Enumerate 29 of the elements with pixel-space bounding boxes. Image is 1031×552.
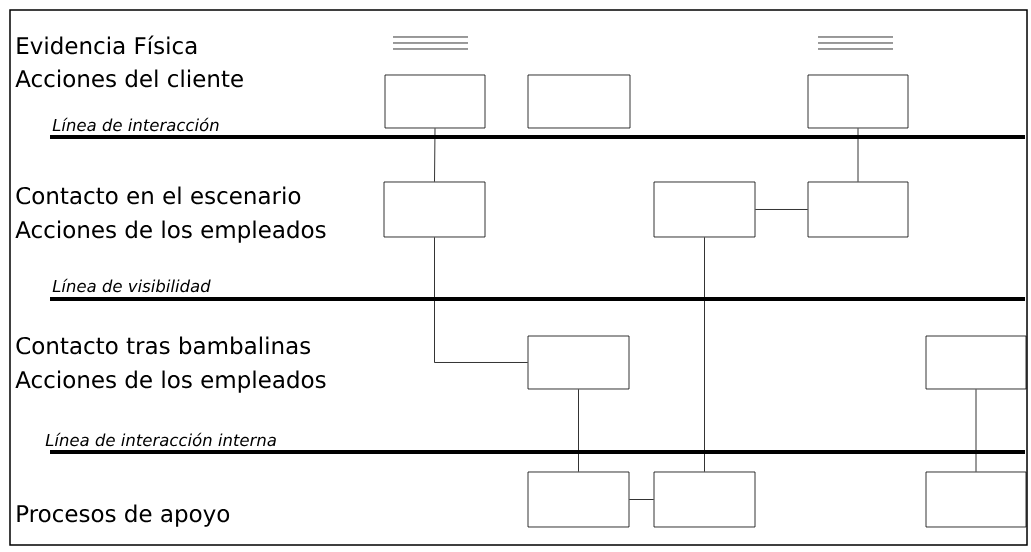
line-label: Línea de interacción — [52, 117, 219, 132]
lane-label: Acciones de los empleados — [15, 220, 326, 243]
lane-label: Contacto tras bambalinas — [16, 336, 311, 355]
empty-box — [384, 74, 486, 129]
empty-box — [527, 335, 630, 390]
empty-box — [807, 74, 909, 129]
line-label: Línea de visibilidad — [52, 278, 211, 293]
lane-label: Procesos de apoyo — [17, 504, 230, 527]
lane-label: Contacto en el escenario — [16, 186, 301, 205]
lane-label: Acciones del cliente — [15, 69, 243, 88]
empty-box — [653, 471, 756, 528]
connector-line — [975, 389, 977, 472]
empty-box — [527, 74, 631, 129]
connector-line — [434, 237, 528, 363]
empty-box — [925, 471, 1027, 528]
connector-line — [857, 128, 859, 182]
empty-box — [383, 181, 486, 238]
connector-line — [578, 389, 579, 472]
line-label: Línea de interacción interna — [45, 432, 276, 447]
empty-box — [653, 181, 756, 238]
connector-line — [434, 128, 436, 182]
connector-line — [704, 237, 705, 472]
connector-line — [629, 499, 654, 500]
connector-line — [755, 209, 808, 210]
lane-label: Acciones de los empleados — [15, 370, 326, 393]
empty-box — [807, 181, 909, 238]
empty-box — [527, 471, 630, 528]
lane-label: Evidencia Física — [17, 35, 197, 55]
empty-box — [925, 335, 1027, 390]
